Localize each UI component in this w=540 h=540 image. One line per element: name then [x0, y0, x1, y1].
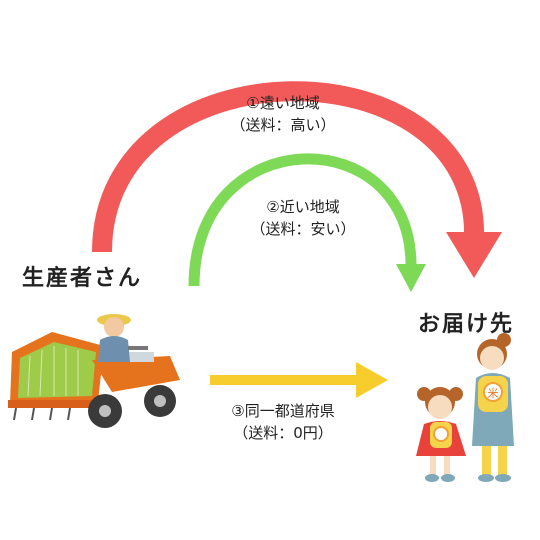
route-near-arc	[188, 153, 417, 287]
route-near-cost: （送料：安い）	[250, 220, 356, 238]
producer-label: 生産者さん	[22, 266, 143, 291]
route-far-label: ①遠い地域 （送料：高い）	[218, 92, 348, 136]
route-near-arrowhead	[396, 264, 426, 292]
route-near-label: ②近い地域 （送料：安い）	[238, 196, 368, 240]
route-local-arrow	[210, 362, 388, 398]
svg-text:米: 米	[488, 387, 499, 400]
route-far-arrowhead	[446, 232, 502, 278]
route-local-name: ③同一都道府県	[231, 402, 335, 420]
route-local-arrowhead	[356, 362, 388, 398]
route-near-arrow	[188, 153, 426, 292]
route-far-arc	[92, 81, 485, 253]
route-near-name: ②近い地域	[266, 198, 340, 216]
mother-and-daughter-holding-rice-bags-illustration: 米	[416, 333, 514, 482]
route-local-shaft	[210, 375, 360, 385]
destination-label: お届け先	[418, 312, 515, 337]
route-local-label: ③同一都道府県 （送料：0円）	[208, 400, 358, 444]
route-local-cost: （送料：0円）	[233, 424, 333, 442]
route-far-arrow	[92, 81, 502, 278]
farmer-on-rice-transplanter-illustration	[8, 314, 180, 428]
route-far-name: ①遠い地域	[246, 94, 320, 112]
route-far-cost: （送料：高い）	[230, 116, 336, 134]
